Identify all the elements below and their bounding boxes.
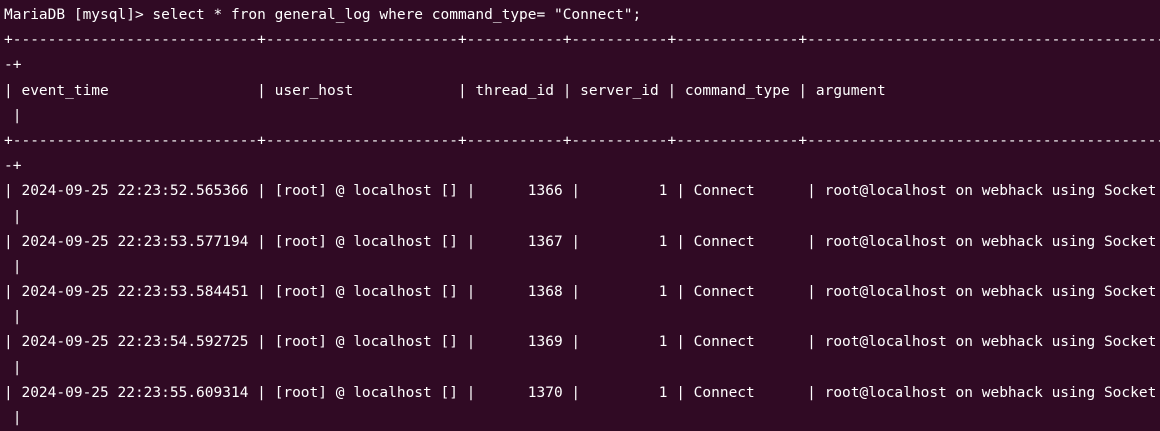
table-header-row-wrap: | bbox=[4, 107, 22, 124]
table-row: | 2024-09-25 22:23:52.565366 | [root] @ … bbox=[4, 183, 1157, 200]
table-body: | 2024-09-25 22:23:52.565366 | [root] @ … bbox=[4, 179, 1160, 431]
prompt: MariaDB [mysql]> bbox=[4, 7, 153, 23]
table-row: | 2024-09-25 22:23:53.577194 | [root] @ … bbox=[4, 233, 1157, 250]
table-row-wrap: | bbox=[4, 410, 22, 426]
table-border-top-wrap: -+ bbox=[4, 57, 22, 74]
command-text: select * fron general_log where command_… bbox=[152, 7, 642, 23]
table-row-wrap: | bbox=[4, 309, 22, 326]
table-row: | 2024-09-25 22:23:54.592725 | [root] @ … bbox=[4, 334, 1157, 351]
table-row: | 2024-09-25 22:23:55.609314 | [root] @ … bbox=[4, 384, 1157, 401]
table-header-row: | event_time | user_host | thread_id | s… bbox=[4, 82, 886, 99]
table-border-header-bottom: +----------------------------+----------… bbox=[4, 132, 1160, 149]
table-border-header-bottom-wrap: -+ bbox=[4, 158, 22, 175]
table-row: | 2024-09-25 22:23:53.584451 | [root] @ … bbox=[4, 284, 1157, 301]
command-line: MariaDB [mysql]> select * fron general_l… bbox=[4, 3, 1160, 28]
table-row-wrap: | bbox=[4, 359, 22, 376]
table-border-top: +----------------------------+----------… bbox=[4, 32, 1160, 49]
table-row-wrap: | bbox=[4, 208, 22, 225]
table-row-wrap: | bbox=[4, 258, 22, 275]
